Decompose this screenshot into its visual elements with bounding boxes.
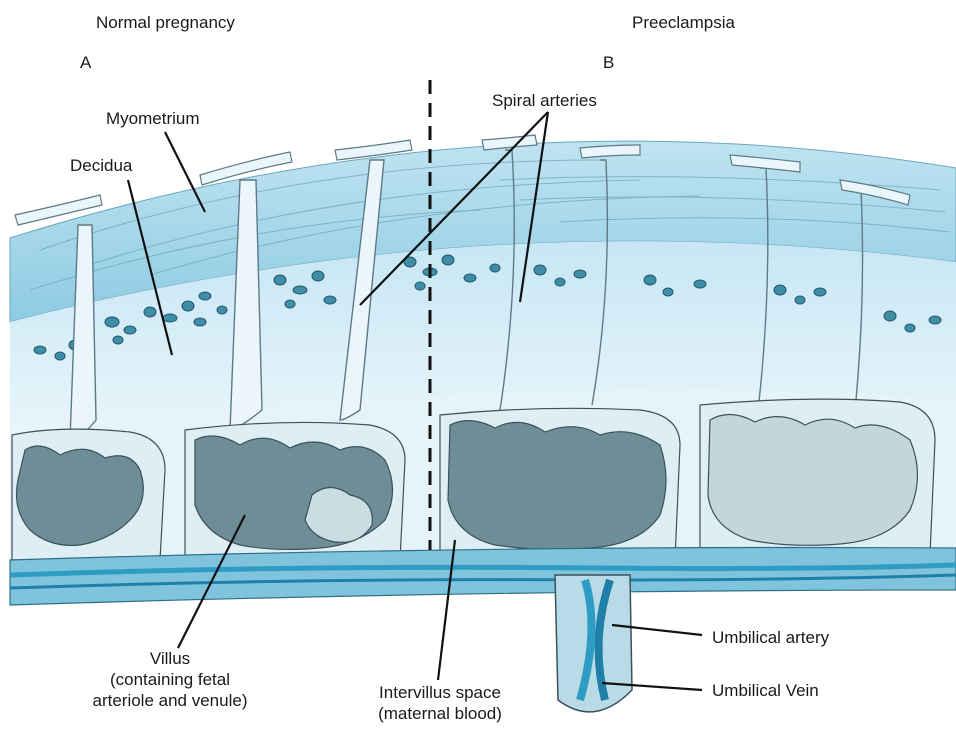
intervillus-label-line2: (maternal blood) [340, 703, 540, 724]
umbilical-artery-label: Umbilical artery [712, 627, 829, 648]
villus-label-line1: Villus [60, 648, 280, 669]
right-panel-letter: B [603, 52, 614, 73]
villus-label-line2: (containing fetal [60, 669, 280, 690]
villus-label-line3: arteriole and venule) [60, 690, 280, 711]
intervillus-label: Intervillus space (maternal blood) [340, 682, 540, 724]
umbilical-vein-label: Umbilical Vein [712, 680, 819, 701]
spiral-arteries-label: Spiral arteries [492, 90, 597, 111]
right-panel-title: Preeclampsia [632, 12, 735, 33]
chorionic-plate [10, 548, 956, 606]
myometrium-label: Myometrium [106, 108, 200, 129]
villus-label: Villus (containing fetal arteriole and v… [60, 648, 280, 711]
decidua-label: Decidua [70, 155, 132, 176]
intervillus-label-line1: Intervillus space [340, 682, 540, 703]
left-panel-title: Normal pregnancy [96, 12, 235, 33]
left-panel-letter: A [80, 52, 91, 73]
